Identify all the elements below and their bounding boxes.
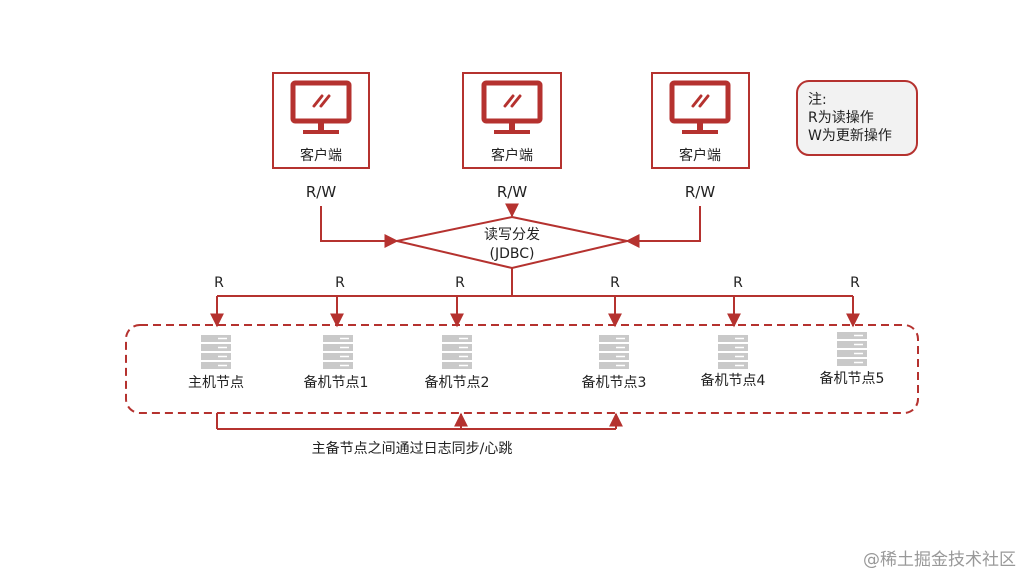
read-label: R	[850, 275, 860, 291]
connector-client-1	[320, 206, 399, 248]
node-label: 主机节点	[188, 375, 244, 391]
server-icon	[837, 332, 867, 366]
rw-label-2: R/W	[497, 183, 527, 201]
node-standby-5: 备机节点5	[820, 332, 885, 387]
client-connectors	[320, 203, 701, 248]
node-label: 备机节点1	[304, 374, 369, 391]
router-label: 读写分发	[484, 226, 540, 243]
monitor-icon	[290, 80, 352, 134]
monitor-icon	[481, 80, 543, 134]
client-label: 客户端	[491, 147, 533, 164]
sync-connector	[216, 412, 623, 430]
connector-client-3	[625, 206, 701, 248]
client-3: 客户端	[651, 72, 750, 169]
client-1: 客户端	[272, 72, 370, 169]
read-label: R	[610, 275, 620, 291]
note-write: W为更新操作	[808, 128, 892, 144]
server-icon	[201, 335, 231, 369]
node-label: 备机节点5	[820, 370, 885, 387]
read-label: R	[214, 275, 224, 291]
server-icon	[323, 335, 353, 369]
node-primary: 主机节点	[188, 335, 244, 391]
server-icon	[718, 335, 748, 369]
sync-label: 主备节点之间通过日志同步/心跳	[312, 440, 513, 457]
read-distribution-lines	[210, 268, 860, 328]
client-2: 客户端	[462, 72, 562, 169]
read-label: R	[733, 275, 743, 291]
router-diamond: 读写分发 (JDBC)	[396, 215, 628, 270]
server-icon	[599, 335, 629, 369]
node-label: 备机节点3	[582, 374, 647, 391]
legend-note: 注: R为读操作 W为更新操作	[796, 80, 918, 156]
node-standby-3: 备机节点3	[582, 335, 647, 391]
read-label: R	[455, 275, 465, 291]
node-standby-2: 备机节点2	[425, 335, 490, 391]
node-label: 备机节点2	[425, 374, 490, 391]
client-label: 客户端	[679, 147, 721, 164]
read-label: R	[335, 275, 345, 291]
monitor-icon	[669, 80, 731, 134]
rw-label-1: R/W	[306, 183, 336, 201]
watermark: @稀土掘金技术社区	[863, 550, 1016, 570]
note-title: 注:	[808, 92, 827, 108]
node-standby-4: 备机节点4	[701, 335, 766, 389]
client-label: 客户端	[300, 147, 342, 164]
rw-label-3: R/W	[685, 183, 715, 201]
node-standby-1: 备机节点1	[304, 335, 369, 391]
router-sublabel: (JDBC)	[490, 246, 535, 262]
server-icon	[442, 335, 472, 369]
node-label: 备机节点4	[701, 372, 766, 389]
note-read: R为读操作	[808, 109, 874, 126]
cluster-boundary	[125, 324, 919, 414]
